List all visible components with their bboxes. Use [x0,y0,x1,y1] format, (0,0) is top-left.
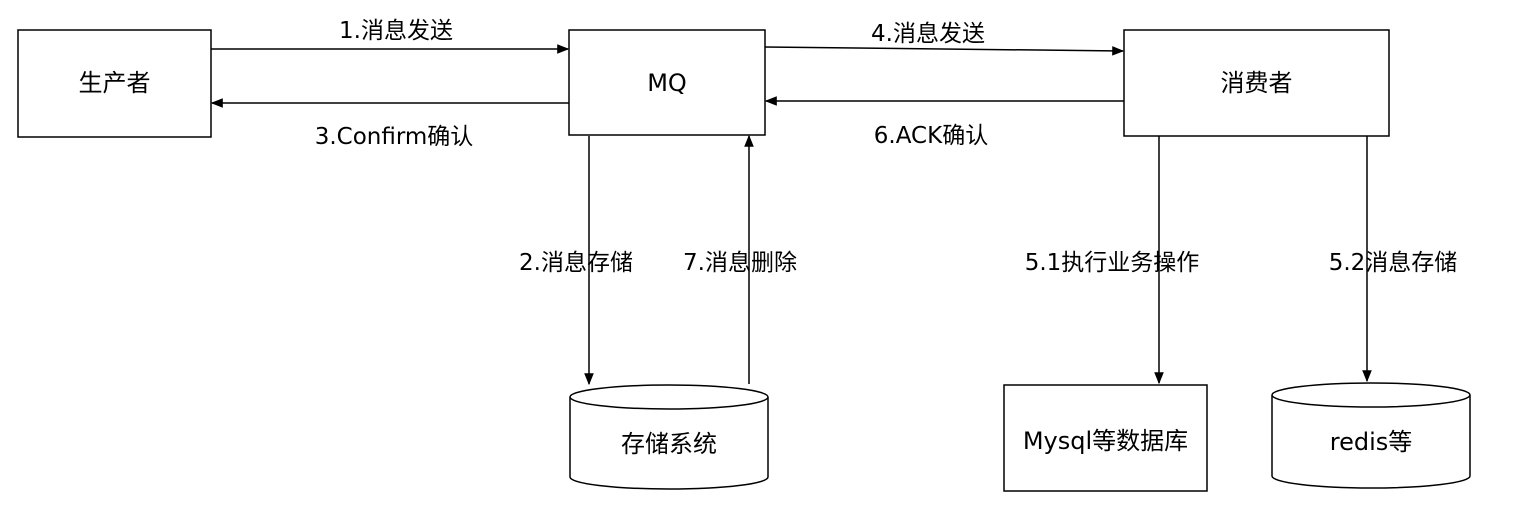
edge-label-store-2: 2.消息存储 [519,250,633,276]
edge-label-send-4: 4.消息发送 [871,21,985,47]
storage-label: 存储系统 [621,430,717,458]
edge-2-store: 2.消息存储 [519,136,633,386]
mysql-node: Mysql等数据库 [1003,384,1208,492]
storage-cylinder: 存储系统 [569,384,769,490]
edge-label-send-1: 1.消息发送 [339,18,453,44]
producer-label: 生产者 [79,69,151,97]
producer-node: 生产者 [17,29,212,138]
edge-4-send: 4.消息发送 [764,21,1125,56]
edge-label-exec-5-1: 5.1执行业务操作 [1025,250,1200,276]
consumer-label: 消费者 [1221,69,1293,97]
redis-label: redis等 [1330,428,1413,456]
edge-label-ack-6: 6.ACK确认 [874,123,988,149]
edge-5-1-exec: 5.1执行业务操作 [1025,136,1200,385]
edge-7-delete: 7.消息删除 [683,134,797,384]
consumer-node: 消费者 [1123,29,1390,137]
edge-label-delete-7: 7.消息删除 [683,250,797,276]
redis-cylinder: redis等 [1271,382,1471,489]
edge-3-confirm: 3.Confirm确认 [210,98,569,150]
edge-5-2-store: 5.2消息存储 [1329,136,1458,383]
edge-label-store-5-2: 5.2消息存储 [1329,250,1458,276]
mysql-label: Mysql等数据库 [1023,427,1188,455]
edge-1-send: 1.消息发送 [211,18,570,54]
mq-node: MQ [568,29,766,136]
edge-label-confirm-3: 3.Confirm确认 [315,124,474,150]
edge-6-ack: 6.ACK确认 [764,96,1124,149]
mq-label: MQ [647,69,687,97]
